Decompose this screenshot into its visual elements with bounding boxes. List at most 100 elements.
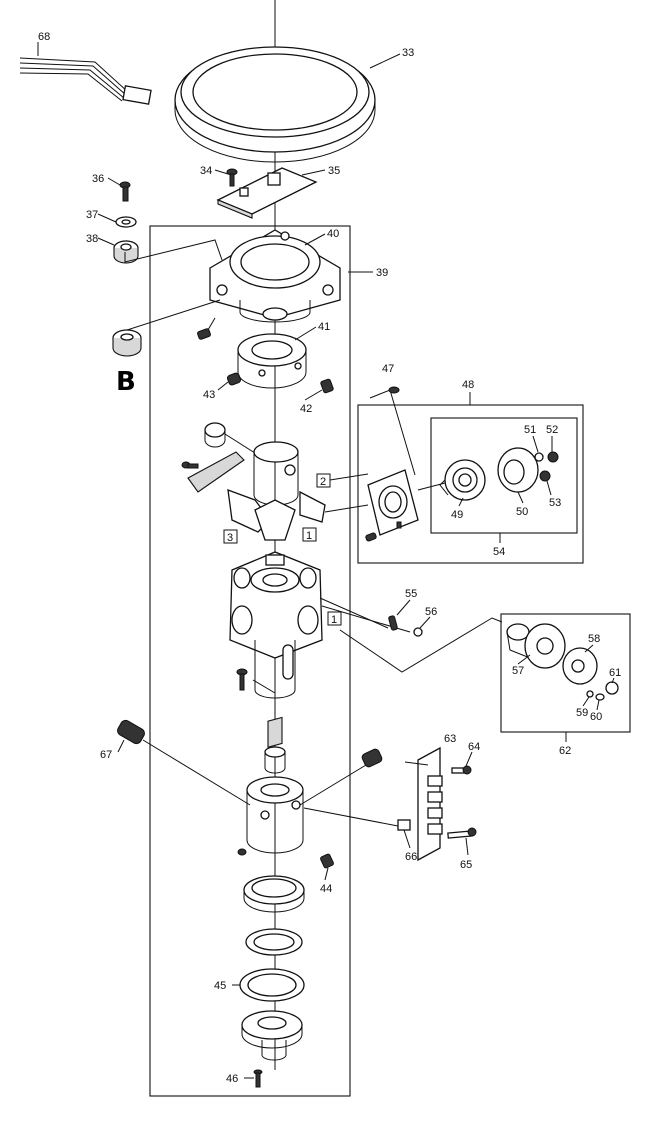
leader-38: [124, 239, 223, 263]
part-66-sleeve: [397, 819, 411, 831]
label-49: 49: [451, 509, 463, 521]
leader-42: [304, 389, 323, 401]
part-57-plug: [506, 623, 566, 669]
part-46-screw: [253, 1069, 263, 1088]
leader-57: [517, 654, 531, 665]
part-65-screw: [447, 827, 477, 839]
label-50: 50: [516, 506, 528, 518]
part-52-screw: [547, 451, 559, 463]
main-assembly-box: [149, 225, 351, 1097]
leader-49: [458, 497, 464, 507]
marker-1-box-a: 1: [302, 527, 317, 542]
leader-setscrew-right: [299, 764, 367, 806]
leader-61: [611, 677, 615, 684]
label-67: 67: [100, 749, 112, 761]
label-63: 63: [444, 733, 456, 745]
part-34-screw: [226, 168, 238, 187]
marker-1-box-b: 1: [327, 611, 342, 626]
leader-bushing: [224, 433, 259, 456]
label-54: 54: [493, 546, 505, 558]
leader-67b: [117, 739, 125, 753]
marker-2-box: 2: [316, 473, 331, 488]
leader-36: [107, 177, 121, 186]
lower-ring-1: [243, 875, 305, 913]
label-61: 61: [609, 667, 621, 679]
leader-65: [465, 837, 469, 856]
label-55: 55: [405, 588, 417, 600]
marker-b: B: [116, 367, 136, 397]
part-47-screw: [388, 386, 400, 394]
part-63-board: [417, 746, 443, 862]
leader-41: [294, 326, 317, 341]
label-66: 66: [405, 851, 417, 863]
leader-66: [303, 807, 399, 827]
label-44: 44: [320, 883, 332, 895]
label-52: 52: [546, 424, 558, 436]
svg-text:1: 1: [331, 614, 337, 626]
label-39: 39: [376, 267, 388, 279]
part-35-board: [216, 167, 318, 219]
svg-text:2: 2: [320, 476, 326, 488]
spindle-assembly: [187, 441, 326, 541]
screw-body: [236, 668, 248, 691]
part-61-bushing: [605, 681, 619, 695]
label-35: 35: [328, 165, 340, 177]
leader-37: [97, 213, 117, 223]
leader-38b: [97, 237, 115, 246]
leader-34: [214, 169, 229, 175]
leader-59: [582, 696, 590, 707]
svg-text:3: 3: [227, 532, 233, 544]
part-68-cable: [19, 57, 152, 105]
label-36: 36: [92, 173, 104, 185]
leader-35: [301, 169, 326, 176]
screw-hub: [237, 848, 247, 856]
part-58-plate: [562, 647, 598, 685]
part-55-setscrew: [388, 615, 398, 631]
label-33: 33: [402, 47, 414, 59]
label-46: 46: [226, 1073, 238, 1085]
part-44-setscrew: [320, 853, 334, 869]
part-51-washer: [534, 452, 544, 462]
leader-40: [304, 233, 326, 246]
part-60-screw: [595, 693, 605, 701]
label-60: 60: [590, 711, 602, 723]
marker-3-box: 3: [223, 529, 238, 544]
leader-67: [142, 739, 251, 806]
leader-51: [532, 435, 539, 453]
part-36-screw: [119, 181, 131, 202]
leader-56b: [419, 616, 431, 629]
leader-53: [546, 480, 552, 496]
label-59: 59: [576, 707, 588, 719]
part-42-setscrew: [320, 378, 334, 394]
label-40: 40: [327, 228, 339, 240]
part-64-screw: [451, 765, 472, 775]
label-37: 37: [86, 209, 98, 221]
part-39-frame: [209, 229, 341, 323]
label-53: 53: [549, 497, 561, 509]
label-57: 57: [512, 665, 524, 677]
label-48: 48: [462, 379, 474, 391]
part-59-washer: [586, 690, 594, 698]
small-bushing: [204, 422, 226, 448]
part-41-collar: [237, 333, 307, 389]
leader-64: [465, 751, 473, 767]
main-body: [229, 551, 323, 699]
label-62: 62: [559, 745, 571, 757]
leader-43: [217, 381, 229, 391]
group-54-box: [430, 417, 578, 534]
leader-63: [404, 761, 429, 766]
label-41: 41: [318, 321, 330, 333]
leader-66b: [403, 829, 411, 849]
label-64: 64: [468, 741, 480, 753]
lower-ring-2: [245, 928, 303, 956]
leader-m1-group48: [324, 504, 369, 513]
part-67-setscrew: [117, 719, 145, 745]
label-51: 51: [524, 424, 536, 436]
leader-m2-group48: [329, 473, 369, 481]
part-50-plate: [497, 447, 539, 493]
setscrew-top: [197, 328, 211, 340]
lower-hub: [246, 776, 304, 854]
svg-text:1: 1: [306, 530, 312, 542]
part-43-setscrew: [226, 372, 242, 386]
